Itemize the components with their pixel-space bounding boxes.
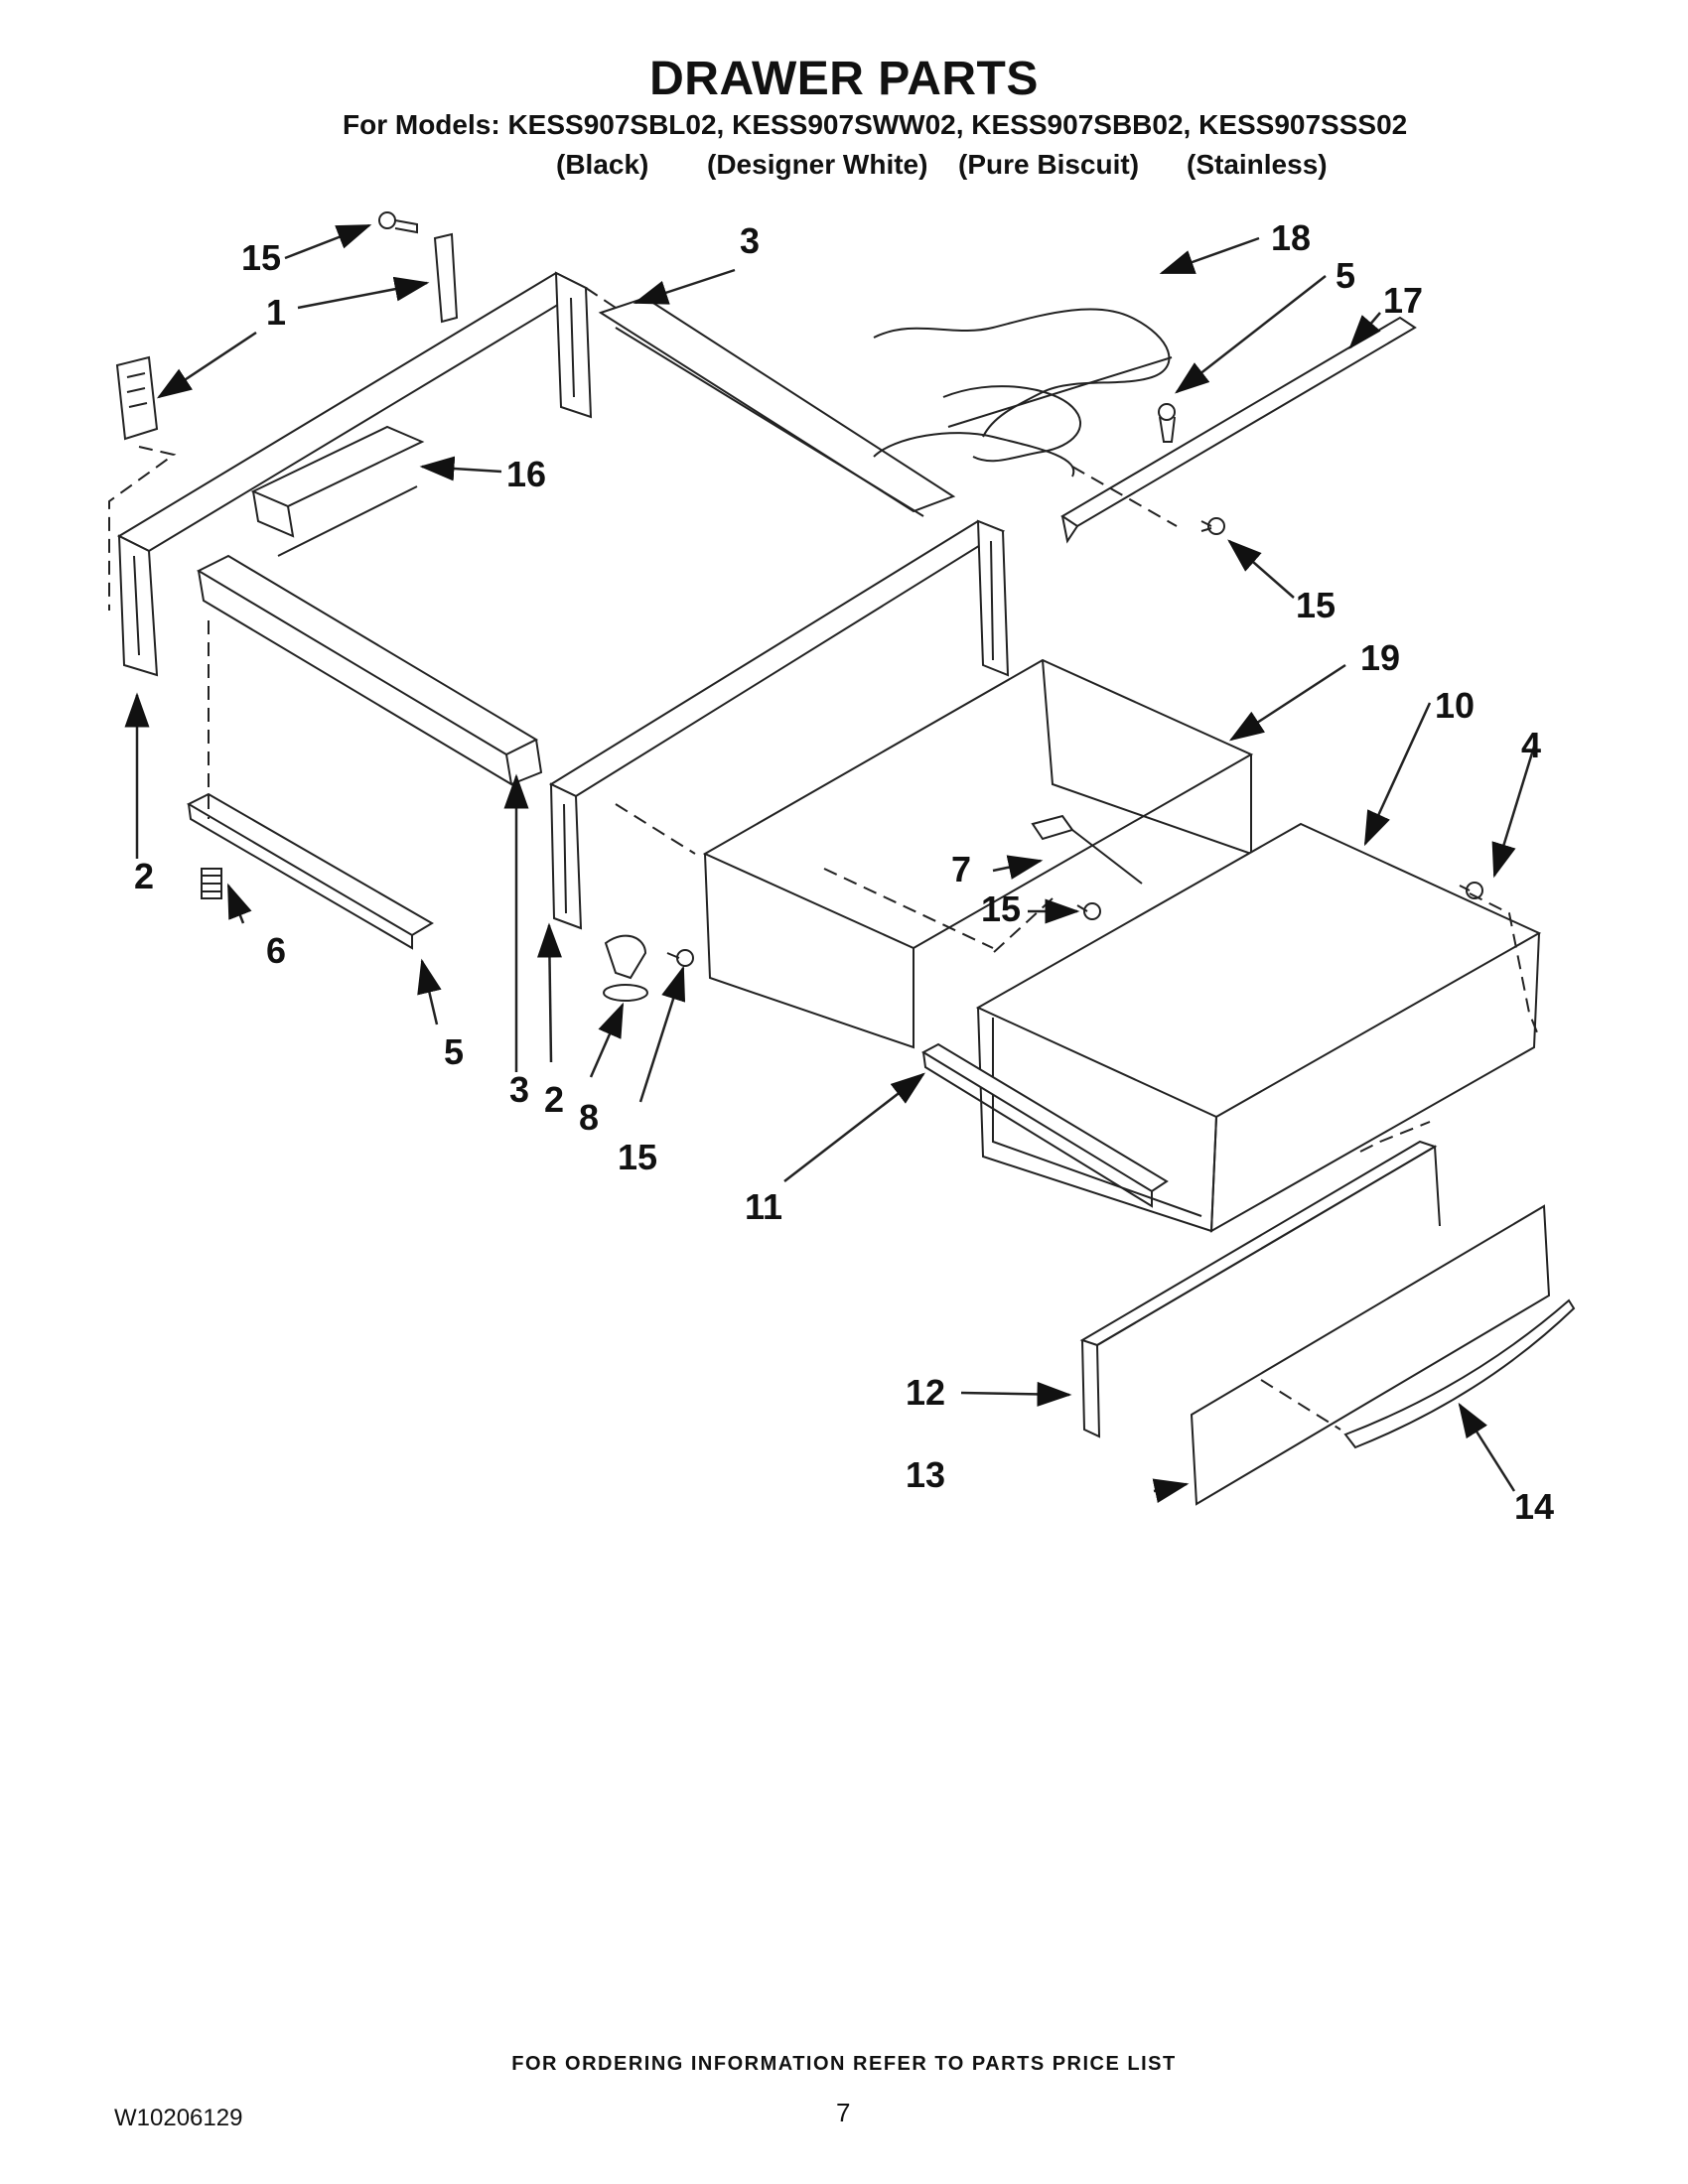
page-title: DRAWER PARTS: [649, 53, 1039, 105]
variant-designer-white: (Designer White): [707, 149, 928, 180]
back-rail-part-3: [598, 296, 956, 517]
models-line: For Models: KESS907SBL02, KESS907SWW02, …: [343, 109, 1408, 140]
callout-5-rail: 5: [444, 1031, 465, 1072]
document-number: W10206129: [114, 2105, 243, 2131]
callout-5-screw: 5: [1336, 255, 1356, 296]
variant-pure-biscuit: (Pure Biscuit): [958, 149, 1140, 180]
screw-part-4: [1459, 882, 1483, 899]
callout-14: 14: [1514, 1486, 1555, 1527]
shield-part-16: [250, 425, 425, 557]
callout-17: 17: [1383, 280, 1424, 321]
drawer-liner-part-19: [702, 658, 1254, 1049]
callout-15-leg: 15: [618, 1137, 658, 1177]
ordering-note: FOR ORDERING INFORMATION REFER TO PARTS …: [511, 2053, 1177, 2075]
callout-4: 4: [1521, 725, 1542, 765]
screw-part-15-middle: [1076, 902, 1101, 920]
callout-10: 10: [1435, 685, 1476, 726]
small-bracket: [433, 232, 459, 324]
callout-18: 18: [1271, 217, 1312, 258]
callout-8: 8: [579, 1097, 600, 1138]
glide-part-6: [201, 868, 222, 899]
right-frame-part-2: [548, 519, 1010, 930]
callout-15-top: 15: [241, 237, 282, 278]
screw-part-5-top: [1158, 403, 1176, 443]
variant-black: (Black): [556, 149, 649, 180]
page-number: 7: [836, 2098, 851, 2127]
assembly-dashed-lines: [108, 287, 1540, 1431]
screw-part-15-right: [1200, 517, 1225, 535]
slide-rail-part-5: [186, 792, 434, 950]
callout-2-left: 2: [134, 856, 155, 896]
variant-stainless: (Stainless): [1187, 149, 1328, 180]
callout-15-right: 15: [1296, 585, 1336, 625]
drawer-part-10: [975, 822, 1542, 1233]
callout-11: 11: [745, 1186, 783, 1227]
slide-part-11: [920, 1042, 1169, 1208]
left-frame-part-2: [116, 271, 593, 677]
callout-2-right: 2: [544, 1079, 565, 1120]
callout-6: 6: [266, 930, 287, 971]
screw-part-15-top: [378, 211, 418, 234]
callout-7: 7: [951, 849, 972, 889]
leveling-leg-part-8: [603, 934, 648, 1002]
callout-19: 19: [1360, 637, 1401, 678]
callout-12: 12: [906, 1372, 946, 1413]
sensor-part-7: [1031, 814, 1143, 885]
trim-rail-part-17: [1060, 316, 1417, 544]
callout-3-front-rail: 3: [509, 1069, 530, 1110]
callout-1: 1: [266, 292, 287, 333]
drawer-front-part-12: [1079, 1140, 1441, 1438]
callout-13: 13: [906, 1454, 946, 1495]
callout-16: 16: [506, 454, 547, 494]
handle-part-14: [1343, 1298, 1576, 1449]
callout-arrows: [124, 223, 1536, 1503]
front-rail-part-3: [196, 554, 543, 786]
callout-3-back-rail: 3: [740, 220, 761, 261]
callout-15-middle: 15: [981, 888, 1022, 929]
bake-element-part-18: [873, 308, 1173, 478]
screw-part-15-leg: [666, 949, 694, 967]
front-bracket-part-1: [115, 355, 159, 441]
panel-part-13: [1190, 1204, 1551, 1506]
